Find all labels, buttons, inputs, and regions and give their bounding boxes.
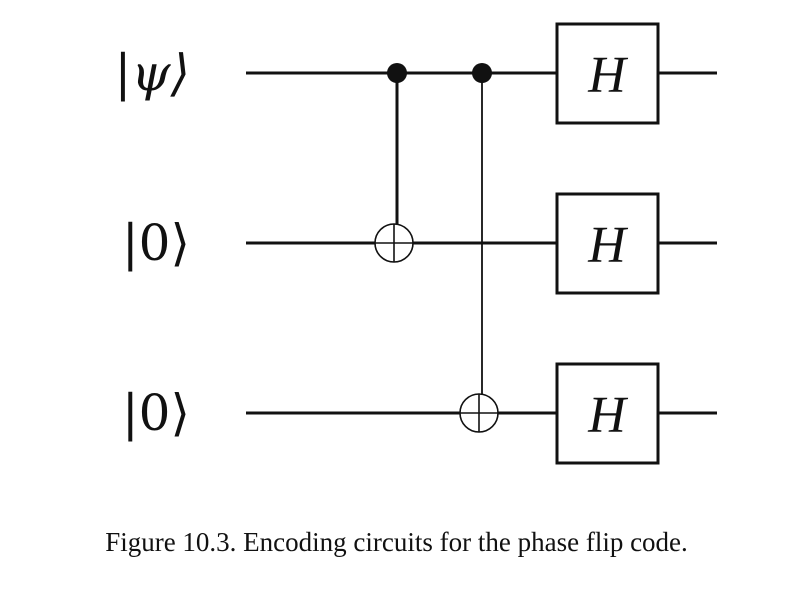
cnot-gate-2 [459,63,499,433]
cnot-1-control-dot [387,63,407,83]
hadamard-0-box [555,22,660,125]
hadamard-gate-2: H [555,362,660,465]
phase-flip-encoding-circuit: |ψ⟩ |0⟩ |0⟩ H H H [114,22,717,465]
qubit-label-2: |0⟩ [122,384,190,442]
qubit-label-0: |ψ⟩ [114,44,190,102]
hadamard-2-label: H [587,387,628,444]
hadamard-gate-1: H [555,192,660,295]
figure-caption: Figure 10.3. Encoding circuits for the p… [105,527,688,557]
qubit-label-1: |0⟩ [122,214,190,272]
hadamard-gate-0: H [555,22,660,125]
hadamard-1-label: H [587,217,628,274]
hadamard-1-box [555,192,660,295]
cnot-2-control-dot [472,63,492,83]
cnot-gate-1 [374,63,414,263]
hadamard-0-label: H [587,47,628,104]
hadamard-2-box [555,362,660,465]
